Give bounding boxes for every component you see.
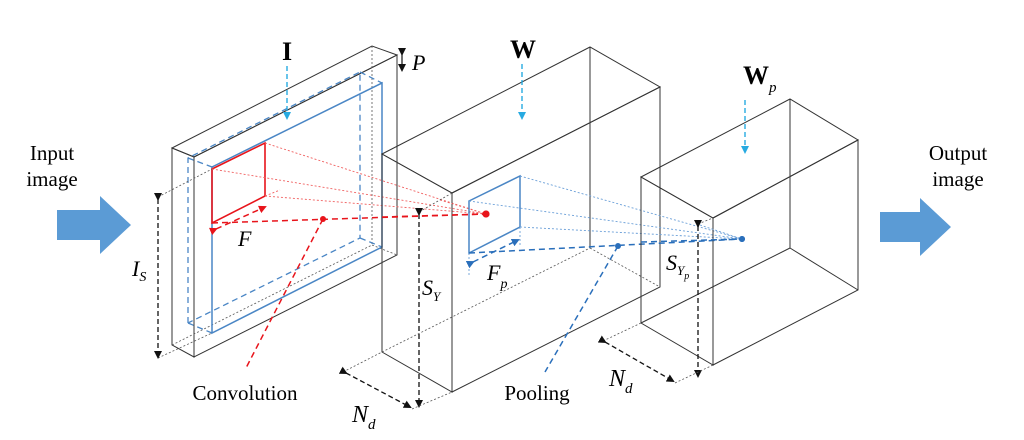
P-label: P	[411, 50, 425, 75]
input-label-2: image	[26, 167, 77, 191]
output-label-2: image	[932, 167, 983, 191]
convolution-output-volume	[380, 46, 662, 393]
IS-label: IS	[131, 256, 146, 285]
Nd-label-2: Nd	[608, 366, 633, 397]
pooling-window	[465, 174, 745, 373]
output-label-1: Output	[929, 141, 988, 165]
input-label-1: Input	[30, 141, 74, 165]
pooling-label: Pooling	[504, 381, 570, 405]
convolution-filter	[208, 141, 490, 369]
F-label: F	[237, 226, 252, 251]
Nd-dimension-1	[338, 366, 412, 408]
convolution-output-point	[482, 210, 490, 218]
pooling-output-point	[739, 236, 745, 242]
input-volume	[170, 45, 399, 358]
input-arrow	[57, 196, 131, 254]
Nd-label-1: Nd	[351, 402, 376, 433]
output-arrow	[880, 198, 951, 256]
I-label: I	[282, 37, 292, 66]
SY-label: SY	[422, 275, 442, 304]
Nd-dimension-2	[597, 335, 675, 382]
SYp-label: SYp	[666, 250, 689, 282]
convolution-label: Convolution	[192, 381, 298, 405]
Fp-label: Fp	[486, 260, 507, 292]
W-label: W	[510, 35, 536, 64]
pooling-output-volume	[639, 98, 860, 366]
Wp-label: Wp	[743, 61, 777, 96]
